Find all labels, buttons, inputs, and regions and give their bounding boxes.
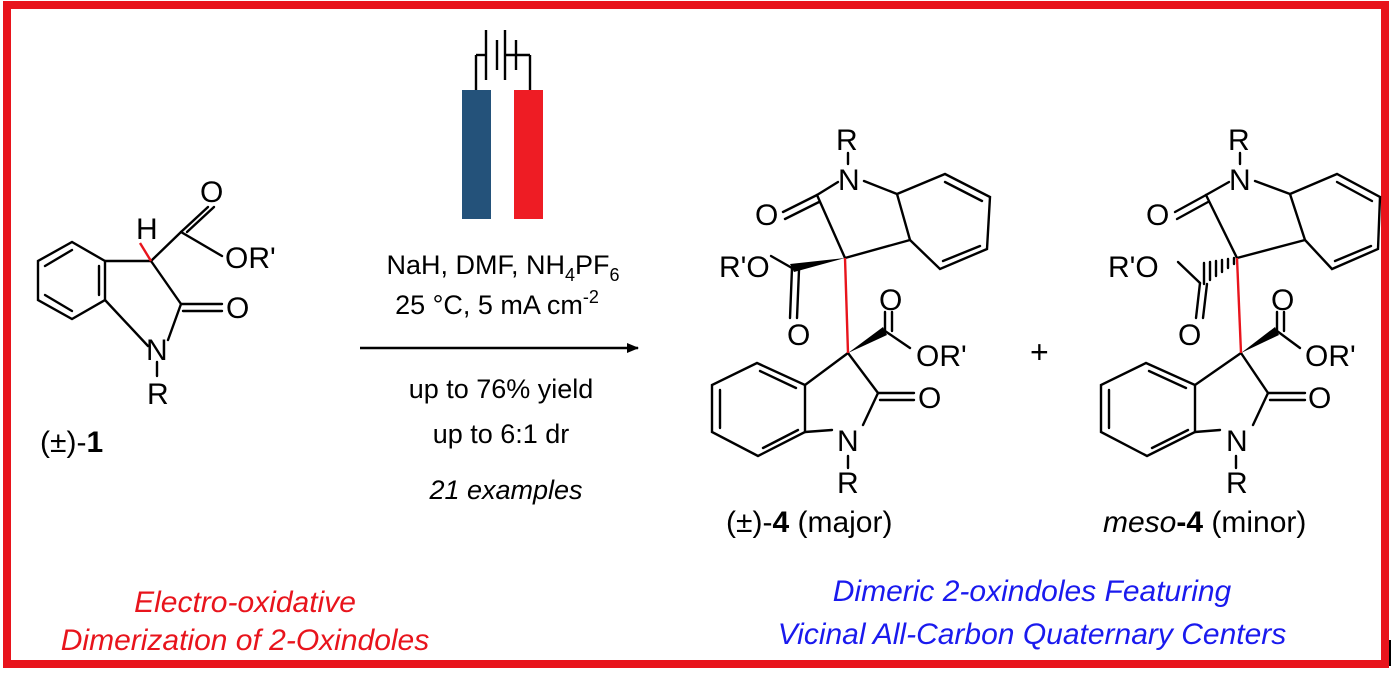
yield-text: up to 76% yield: [409, 374, 594, 404]
n-atom: N: [146, 334, 168, 367]
anode: [462, 90, 491, 219]
cc-bond-minor: [1235, 257, 1243, 354]
ro-group-minor: R'O: [1108, 251, 1159, 284]
o-lactam-atom: O: [226, 292, 249, 325]
starting-material: [36, 205, 224, 378]
ro-group-major: R'O: [719, 251, 770, 284]
examples-text: 21 examples: [428, 475, 582, 505]
or-group: OR': [225, 242, 276, 275]
dr-text: up to 6:1 dr: [433, 419, 570, 449]
reagents-text: NaH, DMF, NH4PF6: [386, 250, 619, 285]
caption-left-line2: Dimerization of 2-Oxindoles: [61, 624, 429, 657]
electrolysis-cell-icon: [462, 30, 543, 219]
plus-sign: +: [1030, 334, 1049, 370]
or-group-minor: OR': [1305, 340, 1356, 373]
o-bottom-major: O: [918, 382, 941, 415]
cathode: [514, 90, 543, 219]
temperature-current-text: 25 °C, 5 mA cm-2: [395, 287, 599, 320]
r-bottom-major: R: [837, 467, 859, 500]
product-minor-structure: [1099, 151, 1382, 470]
o-carbonyl-atom: O: [200, 176, 223, 209]
compound-4-minor-label: meso-4 (minor): [1103, 506, 1306, 539]
o-top-major: O: [755, 199, 778, 232]
n-top-minor: N: [1229, 164, 1251, 197]
or-group-major: OR': [916, 340, 967, 373]
o-ester-top-major: O: [787, 319, 810, 352]
edge-mark: [1389, 640, 1391, 666]
cc-bond-major: [843, 257, 850, 354]
product-major-structure: [710, 151, 992, 470]
o-top-minor: O: [1146, 199, 1169, 232]
figure-border: [3, 1, 1389, 668]
n-bottom-major: N: [837, 425, 859, 458]
compound-1-label: (±)-1: [40, 426, 103, 459]
o-bottom-minor: O: [1308, 382, 1331, 415]
n-bottom-minor: N: [1226, 425, 1248, 458]
r-bottom-minor: R: [1226, 467, 1248, 500]
caption-right-line1: Dimeric 2-oxindoles Featuring: [833, 575, 1232, 608]
r-atom: R: [147, 378, 169, 411]
o-ester-bottom-major: O: [879, 284, 902, 317]
caption-right-line2: Vicinal All-Carbon Quaternary Centers: [778, 618, 1287, 651]
compound-4-major-label: (±)-4 (major): [726, 506, 892, 539]
c-h-bond: [138, 242, 153, 262]
caption-left-line1: Electro-oxidative: [134, 586, 356, 619]
r-top-minor: R: [1228, 124, 1250, 157]
n-top-major: N: [838, 164, 860, 197]
r-top-major: R: [836, 124, 858, 157]
h-atom: H: [136, 213, 158, 246]
o-ester-top-minor: O: [1178, 319, 1201, 352]
o-ester-bottom-minor: O: [1271, 284, 1294, 317]
